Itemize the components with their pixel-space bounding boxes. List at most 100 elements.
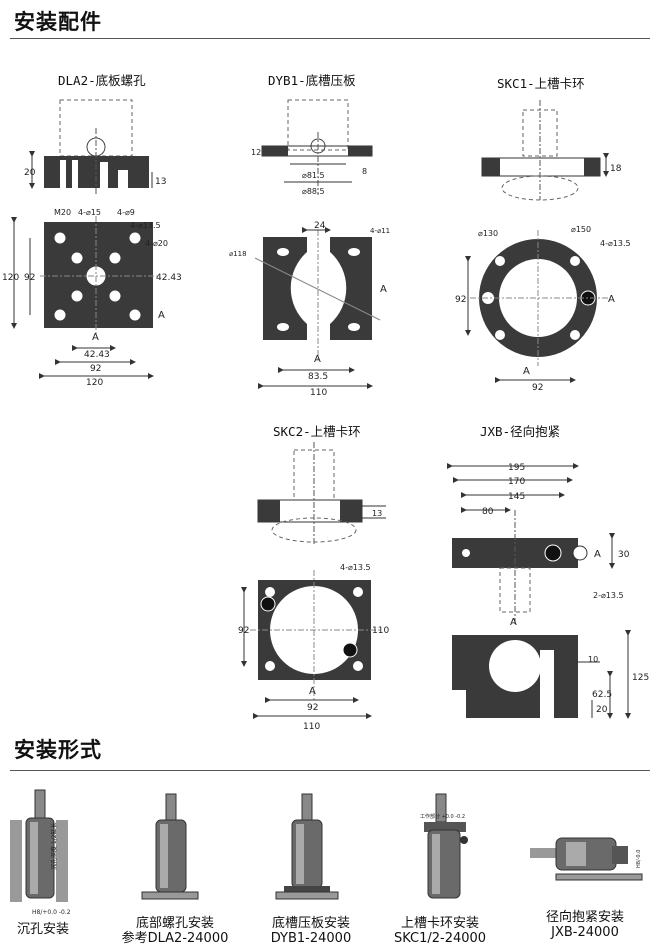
figure-title-jxb: JXB-径向抱紧 — [480, 424, 561, 439]
dyb1-dim-8: 8 — [362, 167, 367, 176]
install-forms-heading: 安装形式 — [14, 738, 102, 762]
skc1-side-view: 18 — [481, 100, 622, 201]
install-forms-illustrations: 沉孔深度 1/2缸长 H8/+0.0 -0.2 工作部分 +0.0 -0.2 — [10, 789, 643, 916]
figure-title-skc2: SKC2-上槽卡环 — [273, 424, 361, 439]
dla2-dim-4243-side: 42.43 — [156, 273, 182, 283]
jxb-dim-170: 170 — [508, 477, 525, 487]
skc1-plan-view: ⌀130 ⌀150 4-⌀13.5 92 A A 92 — [455, 225, 631, 393]
install-caption-5: 径向抱紧安装 JXB-24000 — [530, 910, 640, 940]
dyb1-label-118: ⌀118 — [229, 250, 247, 258]
jxb-section-a-right: A — [594, 549, 601, 560]
dyb1-side-view: 12 ⌀81.5 ⌀88.5 8 — [251, 99, 373, 196]
dla2-dim-4243-bottom: 42.43 — [84, 350, 110, 360]
dla2-dim-92-side: 92 — [24, 273, 35, 283]
dla2-dim-120-bottom: 120 — [86, 378, 103, 388]
jxb-dim-145: 145 — [508, 492, 525, 502]
skc1-dim-18: 18 — [610, 164, 622, 174]
jxb-dim-20: 20 — [596, 705, 608, 715]
skc2-dim-92-bottom: 92 — [307, 703, 318, 713]
skc1-section-a-right: A — [608, 294, 615, 305]
jxb-dim-10: 10 — [588, 655, 598, 664]
dyb1-dim-12: 12 — [251, 148, 261, 157]
dyb1-drawing: 12 ⌀81.5 ⌀88.5 8 24 4-⌀11 ⌀118 A A 83.5 — [229, 99, 390, 398]
skc1-dim-92-side: 92 — [455, 295, 466, 305]
install-caption-3-line2: DYB1-24000 — [270, 931, 352, 946]
dla2-label-h9: 4-⌀9 — [117, 208, 135, 217]
install-note-sink-depth: 沉孔深度 1/2缸长 — [50, 822, 58, 870]
install-caption-5-line1: 径向抱紧安装 — [545, 910, 624, 925]
skc1-dim-92-bottom: 92 — [532, 383, 543, 393]
skc1-label-130: ⌀130 — [478, 229, 498, 238]
accessories-heading: 安装配件 — [14, 10, 102, 34]
skc1-label-150: ⌀150 — [571, 225, 591, 234]
dla2-label-h20: 4-⌀20 — [145, 239, 168, 248]
install-forms-divider — [10, 770, 650, 771]
install-caption-1-line1: 沉孔安装 — [16, 922, 69, 937]
dla2-drawing: 20 13 M20 4-⌀15 4-⌀9 4-⌀13.5 4-⌀20 120 — [2, 99, 182, 388]
skc1-label-h135: 4-⌀13.5 — [600, 239, 631, 248]
dla2-dim-120-side: 120 — [2, 273, 19, 283]
install-caption-4-line1: 上槽卡环安装 — [400, 916, 479, 931]
dla2-plan-view: M20 4-⌀15 4-⌀9 4-⌀13.5 4-⌀20 120 92 42.4… — [2, 208, 182, 388]
install-note-skc-tol: 工作部分 +0.0 -0.2 — [420, 813, 465, 820]
dyb1-dim-110: 110 — [310, 388, 327, 398]
dyb1-dim-885: ⌀88.5 — [302, 187, 325, 196]
dla2-dim-20: 20 — [24, 168, 36, 178]
skc2-section-a-bottom: A — [309, 686, 316, 697]
install-radial-clamp-illustration: H8/-0.0 — [530, 837, 643, 881]
jxb-label-h135: 2-⌀13.5 — [593, 591, 624, 600]
jxb-side-view: 195 170 145 80 30 A A 2-⌀13.5 — [447, 463, 630, 628]
figure-title-skc1: SKC1-上槽卡环 — [497, 76, 585, 91]
install-bottom-thread-illustration — [141, 793, 199, 900]
install-caption-2-line1: 底部螺孔安装 — [135, 916, 214, 931]
install-caption-2: 底部螺孔安装 参考DLA2-24000 — [112, 916, 238, 946]
skc2-dim-110-side: 110 — [372, 626, 389, 636]
install-caption-4-line2: SKC1/2-24000 — [393, 931, 487, 946]
install-sink-hole-illustration: 沉孔深度 1/2缸长 H8/+0.0 -0.2 — [10, 789, 71, 916]
skc1-section-a-bottom: A — [523, 366, 530, 377]
install-groove-clamp-illustration — [275, 793, 339, 900]
skc1-drawing: 18 ⌀130 ⌀150 4-⌀13.5 92 A A 92 — [455, 100, 631, 393]
jxb-section-a-bottom: A — [510, 617, 517, 628]
dyb1-section-a-bottom: A — [314, 354, 321, 365]
install-caption-4: 上槽卡环安装 SKC1/2-24000 — [384, 916, 496, 946]
install-caption-3: 底槽压板安装 DYB1-24000 — [256, 916, 366, 946]
install-caption-5-line2: JXB-24000 — [551, 925, 619, 940]
dla2-section-a-bottom: A — [92, 332, 99, 343]
skc2-dim-110-bottom: 110 — [303, 722, 320, 732]
dyb1-dim-815: ⌀81.5 — [302, 171, 325, 180]
skc2-side-view: 13 — [257, 442, 386, 546]
dla2-section-a-right: A — [158, 310, 165, 321]
jxb-dim-195: 195 — [508, 463, 525, 473]
install-caption-2-line2: 参考DLA2-24000 — [121, 931, 229, 946]
dyb1-dim-835: 83.5 — [308, 372, 328, 382]
jxb-dim-80: 80 — [482, 507, 494, 517]
dla2-label-h15: 4-⌀15 — [78, 208, 101, 217]
dla2-dim-13: 13 — [155, 177, 166, 187]
jxb-dim-30: 30 — [618, 550, 630, 560]
dyb1-label-h11: 4-⌀11 — [370, 227, 390, 235]
skc2-plan-view: 4-⌀13.5 92 110 A 92 110 — [238, 563, 389, 732]
dyb1-dim-24: 24 — [314, 221, 326, 231]
accessories-divider — [10, 38, 650, 39]
install-caption-1: 沉孔安装 — [5, 922, 81, 937]
install-note-sink-tol: H8/+0.0 -0.2 — [32, 909, 71, 916]
dla2-label-h135: 4-⌀13.5 — [130, 221, 161, 230]
jxb-front-view: 10 125 62.5 20 — [452, 630, 649, 719]
install-upper-ring-illustration: 工作部分 +0.0 -0.2 — [420, 793, 468, 899]
dla2-label-m20: M20 — [54, 208, 71, 217]
figure-title-dyb1: DYB1-底槽压板 — [268, 73, 356, 88]
skc2-drawing: 13 4-⌀13.5 92 110 A 92 110 — [238, 442, 389, 732]
install-note-jxb-tol: H8/-0.0 — [636, 850, 642, 868]
skc2-label-h135: 4-⌀13.5 — [340, 563, 371, 572]
jxb-dim-125: 125 — [632, 673, 649, 683]
figure-title-dla2: DLA2-底板螺孔 — [58, 73, 146, 88]
skc2-dim-92-side: 92 — [238, 626, 249, 636]
skc2-dim-13: 13 — [372, 509, 382, 518]
dla2-dim-92-bottom: 92 — [90, 364, 101, 374]
jxb-dim-625: 62.5 — [592, 690, 612, 700]
dyb1-plan-view: 24 4-⌀11 ⌀118 A A 83.5 110 — [229, 221, 390, 398]
dyb1-section-a-right: A — [380, 284, 387, 295]
jxb-drawing: 195 170 145 80 30 A A 2-⌀13.5 10 — [447, 463, 649, 719]
